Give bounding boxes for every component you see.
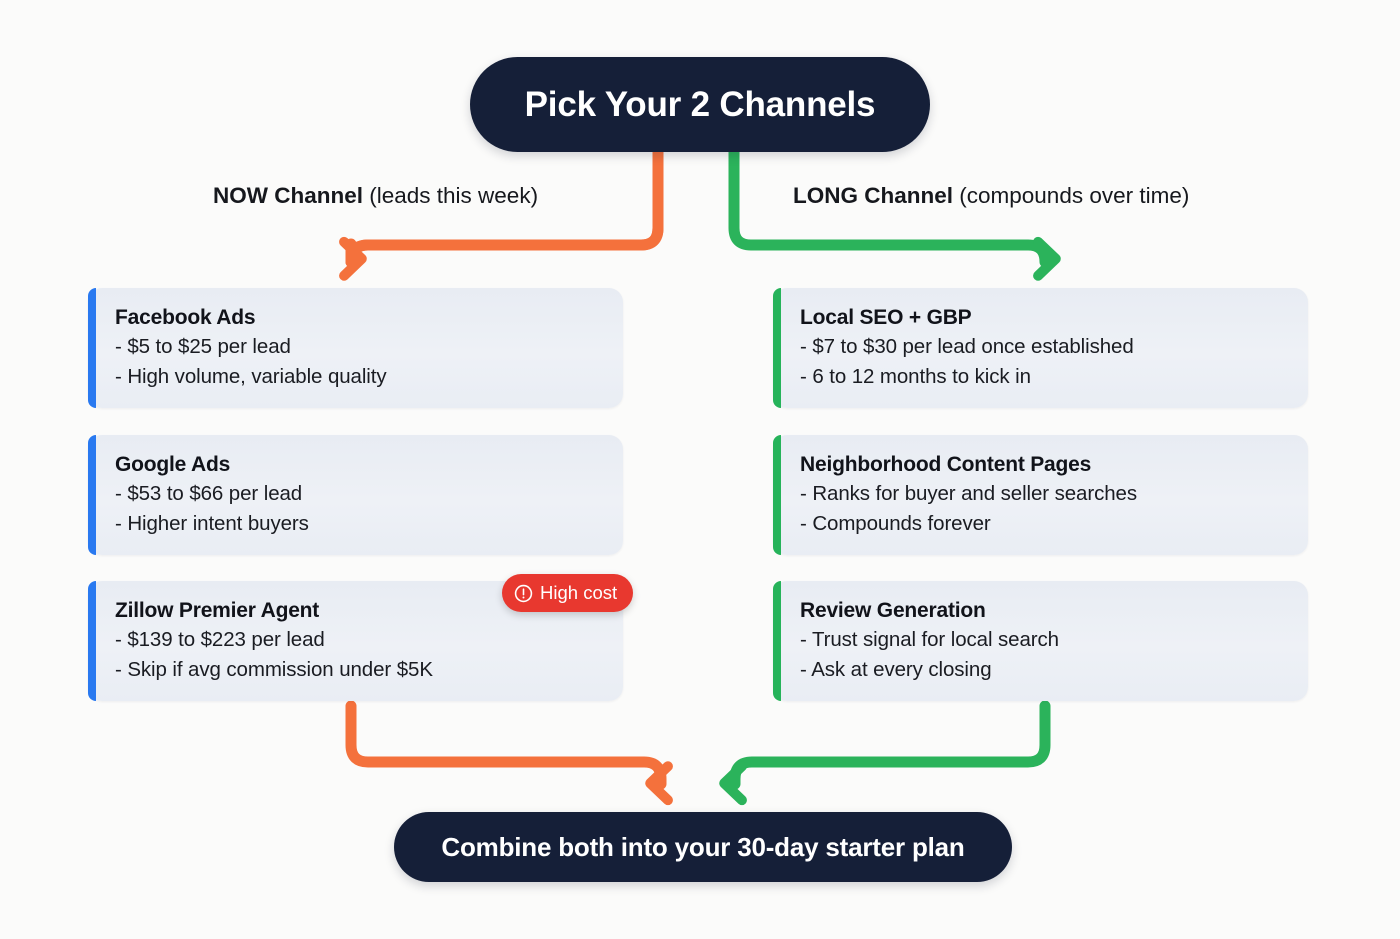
connector-now-to-combine xyxy=(345,700,673,806)
card-detail-line: - Compounds forever xyxy=(800,512,991,536)
card-detail-line: - $139 to $223 per lead xyxy=(115,627,325,651)
column-heading-long-light: (compounds over time) xyxy=(953,183,1190,208)
card-title: Zillow Premier Agent xyxy=(115,599,320,622)
card-title: Google Ads xyxy=(115,453,231,476)
connector-long-to-combine xyxy=(719,700,1051,806)
card-detail-line: - 6 to 12 months to kick in xyxy=(800,365,1031,389)
card-accent-bar xyxy=(88,581,96,702)
card-accent-bar xyxy=(773,435,781,556)
card-accent-bar xyxy=(88,288,96,409)
card-zillow-premier-agent[interactable]: Zillow Premier Agent - $139 to $223 per … xyxy=(88,581,623,702)
column-heading-now-strong: NOW Channel xyxy=(213,183,363,208)
column-heading-now-light: (leads this week) xyxy=(363,183,539,208)
card-accent-bar xyxy=(773,581,781,702)
card-detail-line: - $7 to $30 per lead once established xyxy=(800,334,1134,358)
card-detail-line: - Higher intent buyers xyxy=(115,512,309,536)
card-title: Facebook Ads xyxy=(115,306,256,329)
status-badge-high-cost: High cost xyxy=(502,574,634,612)
card-title: Local SEO + GBP xyxy=(800,306,972,329)
card-detail-line: - $5 to $25 per lead xyxy=(115,334,291,358)
card-review-generation[interactable]: Review Generation - Trust signal for loc… xyxy=(773,581,1308,702)
card-accent-bar xyxy=(88,435,96,556)
card-detail-line: - Ask at every closing xyxy=(800,658,992,682)
card-google-ads[interactable]: Google Ads - $53 to $66 per lead - Highe… xyxy=(88,435,623,556)
card-detail-line: - Skip if avg commission under $5K xyxy=(115,658,433,682)
alert-circle-icon xyxy=(514,584,533,603)
card-detail-line: - High volume, variable quality xyxy=(115,365,387,389)
status-badge-label: High cost xyxy=(540,582,618,603)
column-heading-now: NOW Channel (leads this week) xyxy=(213,183,538,209)
column-heading-long: LONG Channel (compounds over time) xyxy=(793,183,1189,209)
card-neighborhood-content-pages[interactable]: Neighborhood Content Pages - Ranks for b… xyxy=(773,435,1308,556)
column-heading-long-strong: LONG Channel xyxy=(793,183,954,208)
page-title: Pick Your 2 Channels xyxy=(470,57,930,152)
card-detail-line: - $53 to $66 per lead xyxy=(115,481,303,505)
card-detail-line: - Trust signal for local search xyxy=(800,627,1059,651)
card-detail-line: - Ranks for buyer and seller searches xyxy=(800,481,1137,505)
card-title: Neighborhood Content Pages xyxy=(800,453,1092,476)
card-local-seo-gbp[interactable]: Local SEO + GBP - $7 to $30 per lead onc… xyxy=(773,288,1308,409)
footer-cta: Combine both into your 30-day starter pl… xyxy=(394,812,1012,882)
card-facebook-ads[interactable]: Facebook Ads - $5 to $25 per lead - High… xyxy=(88,288,623,409)
card-title: Review Generation xyxy=(800,599,986,622)
card-accent-bar xyxy=(773,288,781,409)
